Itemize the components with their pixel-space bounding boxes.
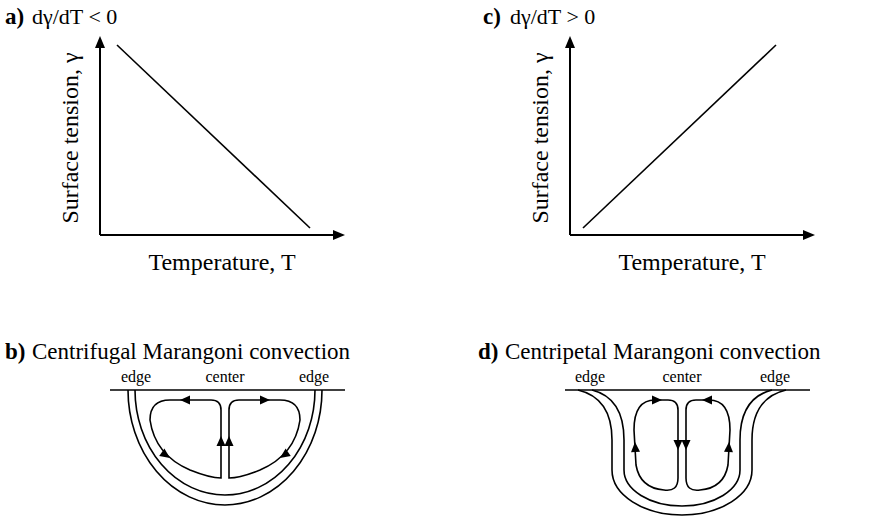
axis-arrows-a	[95, 36, 345, 240]
arrow-head	[260, 396, 270, 405]
flow-loop	[150, 400, 221, 478]
surface-line	[565, 389, 810, 391]
pool-outline	[135, 390, 315, 495]
arrow-head	[702, 396, 712, 405]
arrow-head	[724, 442, 734, 452]
pool-d	[565, 390, 810, 515]
pool-outline	[578, 390, 786, 515]
arrow-head	[565, 36, 575, 48]
y-axis	[99, 44, 101, 235]
surface-line	[110, 389, 345, 391]
arrow-head	[652, 396, 662, 405]
arrow-head	[159, 449, 172, 462]
flow-loop	[634, 400, 678, 490]
flow-loop	[229, 400, 300, 478]
arrow-head	[180, 396, 190, 405]
flow-arrows-d	[631, 396, 734, 453]
axis-label: Temperature, T	[148, 249, 295, 275]
panel-title: Centrifugal Marangoni convection	[32, 339, 350, 364]
panel-letter: c)	[483, 4, 501, 29]
arrow-head	[277, 449, 290, 462]
panel-title: dγ/dT > 0	[510, 5, 595, 29]
pool-outline	[128, 390, 322, 505]
position-label: edge	[575, 368, 605, 386]
position-label: edge	[299, 368, 329, 386]
pool-outline	[592, 390, 772, 506]
arrow-head	[631, 442, 641, 452]
position-label: center	[662, 368, 701, 386]
panel-letter: b)	[5, 339, 25, 364]
arrow-head	[674, 440, 683, 450]
flow-loop	[686, 400, 730, 490]
arrow-head	[682, 440, 691, 450]
position-label: center	[205, 368, 244, 386]
axis-label: Surface tension, γ	[527, 52, 553, 223]
pool-b	[110, 390, 345, 505]
panel-letter: a)	[5, 4, 24, 29]
x-axis	[100, 234, 337, 236]
arrow-head	[803, 230, 815, 240]
axis-arrows-c	[565, 36, 815, 240]
arrow-head	[225, 436, 234, 446]
arrow-head	[333, 230, 345, 240]
trend-line	[583, 45, 776, 228]
position-label: edge	[121, 368, 151, 386]
axis-label: Temperature, T	[618, 249, 765, 275]
axis-label: Surface tension, γ	[57, 52, 83, 223]
arrow-head	[217, 436, 226, 446]
flow-arrows-b	[159, 396, 291, 462]
panel-title: Centripetal Marangoni convection	[505, 339, 821, 364]
x-axis	[570, 234, 807, 236]
position-label: edge	[760, 368, 790, 386]
panel-letter: d)	[478, 339, 498, 364]
trend-line	[117, 45, 310, 228]
y-axis	[569, 44, 571, 235]
graph-a	[100, 44, 337, 235]
arrow-head	[95, 36, 105, 48]
panel-title: dγ/dT < 0	[32, 5, 117, 29]
graph-c	[570, 44, 807, 235]
